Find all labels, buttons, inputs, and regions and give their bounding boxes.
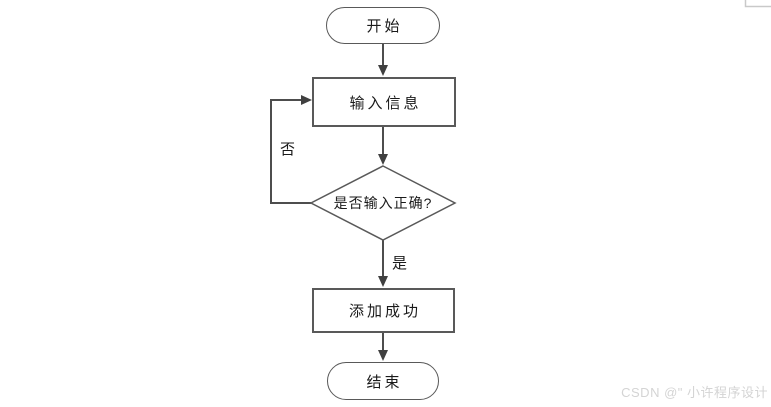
node-end: 结束: [327, 362, 439, 400]
arrowhead-into-input-top: [378, 65, 388, 76]
edge-label-yes: 是: [392, 255, 408, 272]
decision-diamond-shape: [309, 165, 457, 241]
node-input-info: 输入信息: [312, 77, 456, 127]
csdn-watermark: CSDN @" 小许程序设计: [621, 385, 768, 400]
arrowhead-into-input-left: [301, 95, 312, 105]
edge-decision-input-feedback: [270, 99, 311, 204]
node-add-success-label: 添加成功: [348, 303, 421, 320]
corner-mark: [744, 0, 771, 8]
node-start: 开始: [326, 7, 440, 44]
node-start-label: 开始: [366, 18, 403, 35]
node-add-success: 添加成功: [312, 288, 455, 333]
arrowhead-into-decision-top: [378, 154, 388, 165]
arrowhead-into-success-top: [378, 276, 388, 287]
node-input-info-label: 输入信息: [349, 94, 422, 112]
arrowhead-into-end-top: [378, 350, 388, 361]
edge-label-no: 否: [280, 141, 296, 158]
node-end-label: 结束: [366, 373, 403, 391]
